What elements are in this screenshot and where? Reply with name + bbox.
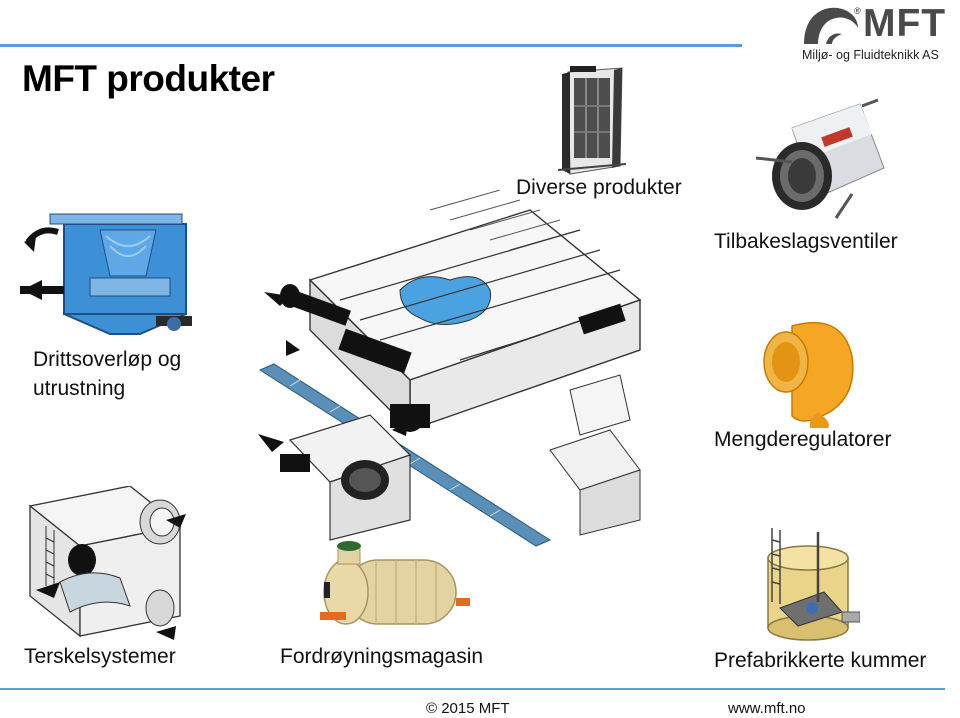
label-diverse-produkter: Diverse produkter (516, 176, 682, 199)
label-prefabrikkerte-kummer: Prefabrikkerte kummer (714, 649, 927, 672)
label-drittsoverlop-line1: Drittsoverløp og (33, 348, 182, 371)
system-overview-drawing[interactable] (250, 190, 650, 550)
drittsoverlop-image[interactable] (20, 206, 200, 340)
terskelsystem-image[interactable] (20, 486, 190, 642)
diverse-produkter-image[interactable] (540, 66, 626, 176)
top-divider (0, 44, 742, 47)
label-tilbakeslagsventiler: Tilbakeslagsventiler (714, 230, 898, 253)
footer-copyright: © 2015 MFT (426, 700, 510, 717)
mengderegulator-image[interactable] (762, 316, 858, 428)
logo-subtitle: Miljø- og Fluidteknikk AS (802, 48, 939, 62)
page-title: MFT produkter (22, 58, 275, 99)
label-fordroyningsmagasin: Fordrøyningsmagasin (280, 645, 484, 668)
company-logo[interactable]: ® MFT Miljø- og Fluidteknikk AS (800, 2, 958, 68)
bottom-divider (0, 688, 945, 690)
prefabrikkert-kum-image[interactable] (754, 528, 860, 646)
registered-mark: ® (854, 6, 861, 16)
footer-url[interactable]: www.mft.no (728, 700, 806, 717)
tilbakeslagsventil-image[interactable] (752, 98, 888, 226)
label-drittsoverlop-line2: utrustning (33, 377, 126, 400)
fordroyningsmagasin-image[interactable] (316, 538, 474, 644)
label-mengderegulatorer: Mengderegulatorer (714, 428, 892, 451)
logo-name: MFT (863, 2, 947, 45)
mft-logo-icon (804, 7, 858, 44)
label-terskelsystemer: Terskelsystemer (24, 645, 176, 668)
